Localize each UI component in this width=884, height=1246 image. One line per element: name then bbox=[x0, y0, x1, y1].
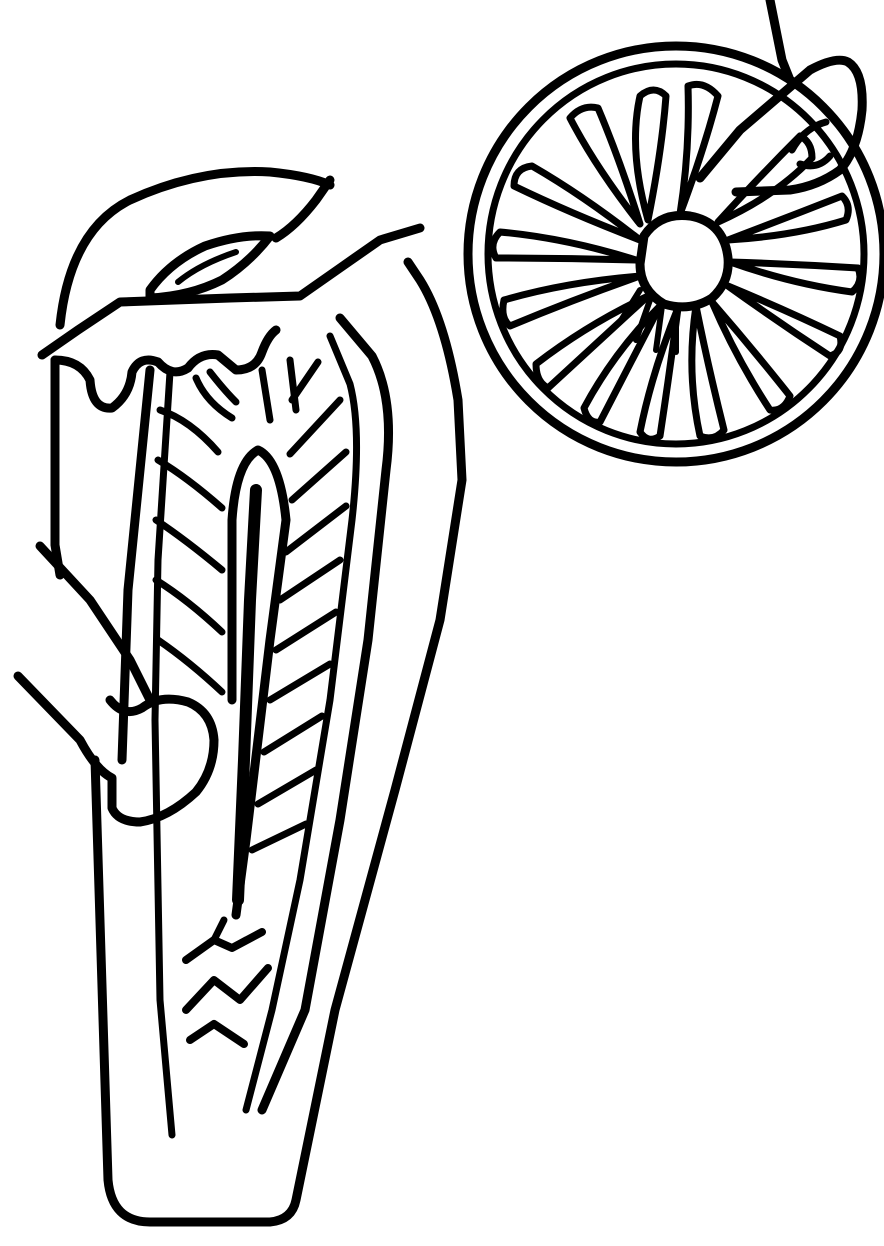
right-septa bbox=[252, 360, 346, 850]
septum-nne bbox=[680, 84, 718, 214]
column-left-inner bbox=[155, 372, 172, 1135]
upper-left-wall bbox=[55, 360, 60, 575]
cross-section bbox=[468, 0, 884, 462]
longitudinal-section bbox=[18, 172, 462, 1222]
basal-stub bbox=[18, 676, 214, 822]
central-hub bbox=[640, 215, 728, 306]
lower-chevrons bbox=[186, 932, 268, 1044]
cap-rim bbox=[42, 228, 420, 355]
cap-right-slope bbox=[276, 180, 330, 238]
septum-ene bbox=[728, 196, 848, 240]
septum-w bbox=[493, 232, 636, 260]
septum-nw bbox=[570, 107, 640, 224]
septum-e bbox=[730, 262, 860, 292]
cap-opening bbox=[150, 236, 270, 298]
septum-ne bbox=[718, 136, 812, 222]
cross-section-outer-ring bbox=[468, 46, 884, 462]
septum-n bbox=[636, 90, 667, 220]
